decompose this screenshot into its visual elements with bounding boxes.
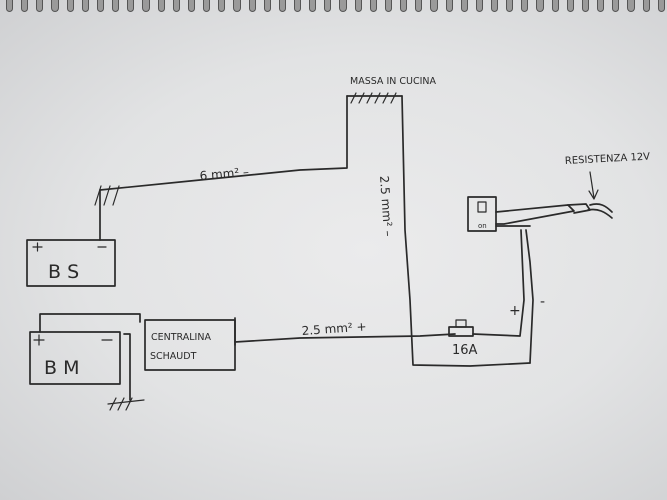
spiral-ring xyxy=(233,0,241,12)
spiral-ring xyxy=(445,0,453,12)
spiral-ring xyxy=(66,0,74,12)
spiral-ring xyxy=(263,0,271,12)
spiral-ring xyxy=(627,0,635,12)
spiral-ring xyxy=(51,0,59,12)
fuse-16a xyxy=(448,319,474,337)
notebook-spiral xyxy=(0,0,667,16)
wire-25-vertical-label: 2.5 mm² – xyxy=(377,175,395,237)
wire-6mm-label: 6 mm² – xyxy=(199,165,249,183)
switch-mark: on xyxy=(478,222,487,230)
heater-element xyxy=(467,196,613,232)
kitchen-ground xyxy=(346,92,403,104)
spiral-ring xyxy=(293,0,302,12)
spiral-ring xyxy=(430,0,438,12)
battery-bs xyxy=(26,239,116,287)
heater-label: RESISTENZA 12V xyxy=(565,152,651,167)
heater-plus: + xyxy=(509,303,521,319)
spiral-ring xyxy=(642,0,650,12)
battery-bs-ground xyxy=(94,185,120,241)
spiral-ring xyxy=(278,0,286,12)
spiral-ring xyxy=(657,0,665,12)
spiral-ring xyxy=(6,0,14,12)
spiral-ring xyxy=(36,0,44,12)
spiral-ring xyxy=(127,0,135,12)
spiral-ring xyxy=(475,0,483,12)
heater-arrow xyxy=(588,171,599,200)
spiral-ring xyxy=(597,0,605,12)
spiral-ring xyxy=(157,0,165,12)
spiral-ring xyxy=(142,0,150,12)
controller-line2: SCHAUDT xyxy=(150,351,197,362)
controller-schaudt xyxy=(144,317,236,371)
spiral-ring xyxy=(400,0,408,12)
spiral-ring xyxy=(21,0,29,12)
battery-bm-ground xyxy=(107,397,145,411)
spiral-ring xyxy=(81,0,89,12)
spiral-ring xyxy=(581,0,590,12)
spiral-ring xyxy=(506,0,514,12)
ground-label: MASSA IN CUCINA xyxy=(350,76,437,87)
battery-bm-label: B M xyxy=(44,357,79,379)
spiral-ring xyxy=(536,0,544,12)
spiral-ring xyxy=(491,0,499,12)
spiral-ring xyxy=(187,0,196,12)
spiral-ring xyxy=(112,0,120,12)
spiral-ring xyxy=(324,0,332,12)
spiral-ring xyxy=(460,0,468,12)
spiral-ring xyxy=(339,0,347,12)
battery-bm xyxy=(29,313,141,401)
controller-line1: CENTRALINA xyxy=(151,332,211,343)
spiral-ring xyxy=(218,0,226,12)
wire-25-bottom-label: 2.5 mm² + xyxy=(301,319,367,337)
spiral-ring xyxy=(612,0,620,12)
spiral-ring xyxy=(566,0,574,12)
spiral-ring xyxy=(96,0,105,12)
battery-bs-label: B S xyxy=(48,261,79,283)
fuse-label: 16A xyxy=(452,343,478,358)
spiral-ring xyxy=(309,0,317,12)
spiral-ring xyxy=(551,0,559,12)
spiral-ring xyxy=(415,0,423,12)
spiral-ring xyxy=(369,0,377,12)
heater-minus: - xyxy=(540,294,545,310)
spiral-ring xyxy=(384,0,393,12)
spiral-ring xyxy=(248,0,256,12)
spiral-ring xyxy=(172,0,180,12)
spiral-ring xyxy=(354,0,362,12)
spiral-ring xyxy=(521,0,529,12)
spiral-ring xyxy=(203,0,211,12)
